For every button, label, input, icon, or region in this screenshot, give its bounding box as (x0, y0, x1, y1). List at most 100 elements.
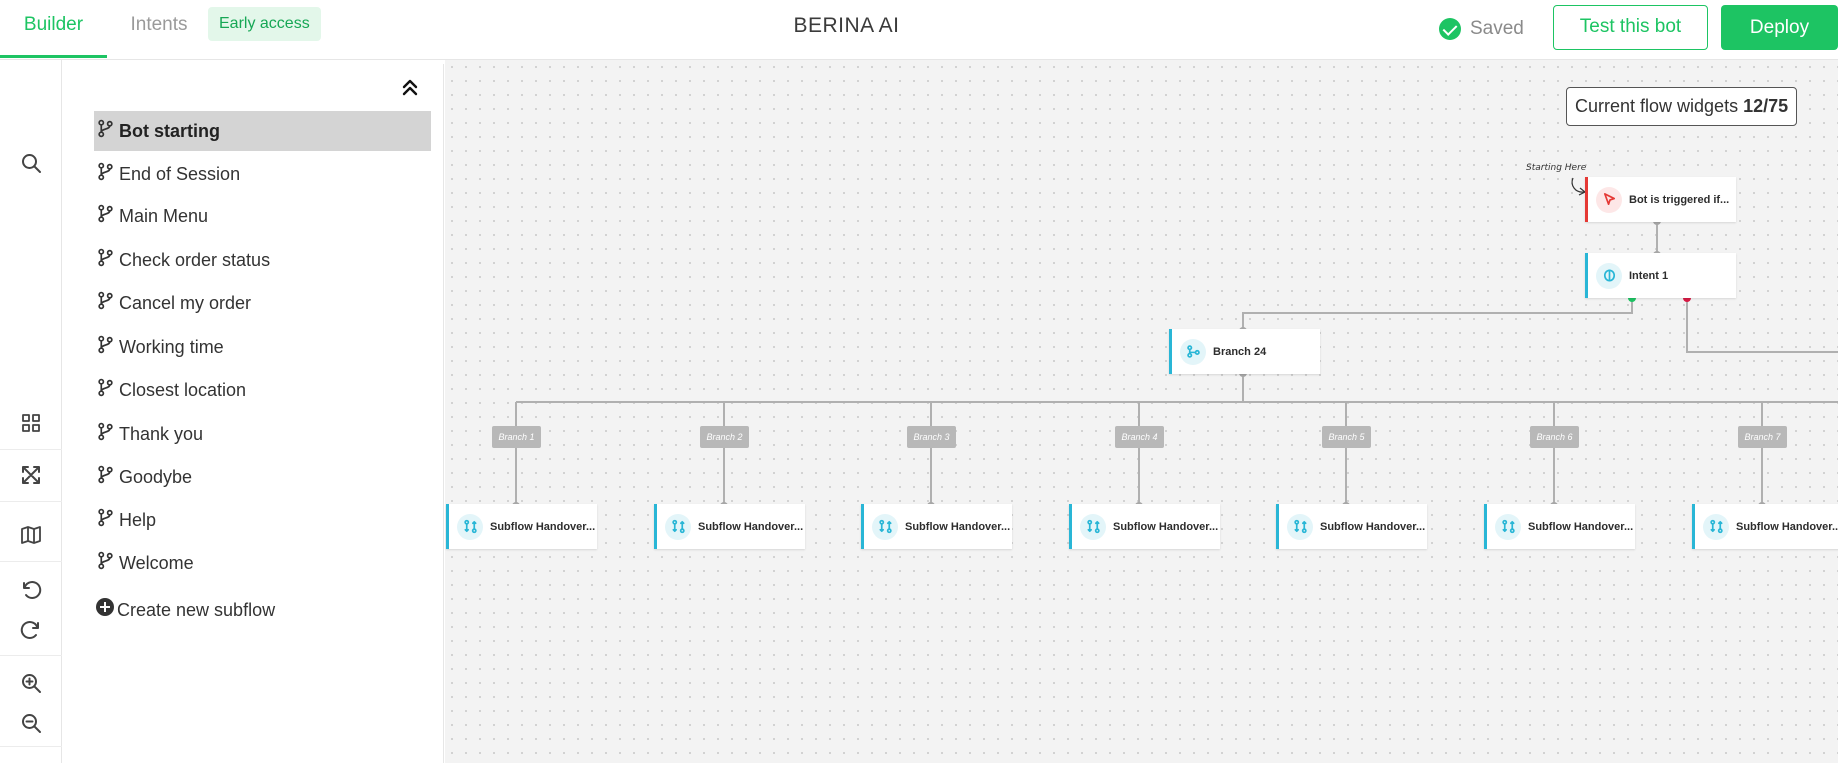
subflow-item[interactable]: Welcome (94, 543, 431, 583)
subflow-item-label: Main Menu (119, 205, 209, 226)
map-icon[interactable] (17, 521, 45, 549)
toolbar-divider (0, 501, 62, 502)
branch-icon (98, 335, 113, 353)
flow-connectors (512, 177, 1838, 510)
search-icon[interactable] (17, 149, 45, 177)
cursor-icon (1596, 186, 1622, 213)
subflow-handover-node[interactable]: Subflow Handover... (1692, 504, 1838, 549)
check-icon (1439, 18, 1461, 40)
subflow-handover-label: Subflow Handover... (1528, 520, 1634, 533)
intent-node[interactable]: Intent 1 (1585, 253, 1736, 298)
subflow-handover-node[interactable]: Subflow Handover... (654, 504, 805, 549)
branch-icon (98, 291, 113, 309)
subflow-icon (1287, 513, 1313, 540)
plus-circle-icon (96, 597, 114, 616)
branch-node-label: Branch 24 (1213, 345, 1267, 358)
deploy-button[interactable]: Deploy (1721, 5, 1838, 50)
subflow-item-label: Help (119, 509, 157, 530)
subflow-handover-node[interactable]: Subflow Handover... (446, 504, 597, 549)
subflow-icon (665, 513, 691, 540)
subflow-item-label: Check order status (119, 249, 271, 270)
subflow-icon (1080, 513, 1106, 540)
branch-node[interactable]: Branch 24 (1169, 329, 1320, 374)
subflow-item[interactable]: Cancel my order (94, 283, 431, 323)
branch-icon (98, 119, 113, 137)
branch-icon (98, 422, 113, 440)
save-status: Saved (1439, 17, 1524, 41)
widget-counter: Current flow widgets 12/75 (1566, 87, 1798, 126)
subflow-item[interactable]: End of Session (94, 154, 431, 194)
trigger-node[interactable]: Bot is triggered if... (1585, 177, 1736, 222)
widget-counter-label: Current flow widgets (1575, 96, 1739, 116)
subflow-icon (1495, 513, 1521, 540)
branch-icon (98, 465, 113, 483)
subflow-handover-label: Subflow Handover... (1113, 520, 1219, 533)
subflow-handover-node[interactable]: Subflow Handover... (861, 504, 1012, 549)
tab-intents[interactable]: Intents (130, 14, 188, 35)
subflow-handover-label: Subflow Handover... (490, 520, 596, 533)
branch-label[interactable]: Branch 4 (1115, 426, 1164, 448)
top-bar: Builder Intents Early access BERINA AI S… (0, 0, 1838, 60)
collapse-panel-icon[interactable] (399, 76, 421, 98)
subflow-item-label: Goodybe (119, 466, 193, 487)
subflow-item[interactable]: Main Menu (94, 196, 431, 236)
create-subflow-button[interactable]: Create new subflow (94, 597, 276, 621)
test-bot-button[interactable]: Test this bot (1553, 5, 1708, 50)
subflow-item[interactable]: Closest location (94, 370, 431, 410)
subflow-item[interactable]: Thank you (94, 414, 431, 454)
fit-screen-icon[interactable] (17, 461, 45, 489)
branch-label[interactable]: Branch 5 (1322, 426, 1371, 448)
subflow-item-label: Working time (119, 336, 224, 357)
subflow-item-label: Thank you (119, 423, 204, 444)
subflow-item-label: Welcome (119, 552, 194, 573)
left-toolbar (0, 60, 62, 763)
zoom-in-icon[interactable] (17, 669, 45, 697)
branch-icon (98, 162, 113, 180)
branch-label[interactable]: Branch 1 (492, 426, 541, 448)
subflow-item[interactable]: Check order status (94, 240, 431, 280)
zoom-out-icon[interactable] (17, 709, 45, 737)
subflow-item-label: Bot starting (119, 120, 220, 141)
early-access-badge: Early access (208, 7, 321, 41)
subflow-handover-label: Subflow Handover... (1320, 520, 1426, 533)
subflow-item-label: End of Session (119, 163, 241, 184)
subflow-handover-label: Subflow Handover... (1736, 520, 1838, 533)
branch-icon (98, 508, 113, 526)
subflow-handover-node[interactable]: Subflow Handover... (1069, 504, 1220, 549)
subflow-icon (457, 513, 483, 540)
undo-icon[interactable] (17, 576, 45, 604)
branch-label[interactable]: Branch 3 (907, 426, 956, 448)
toolbar-divider (0, 449, 62, 450)
brain-icon (1596, 262, 1622, 289)
branch-icon (1180, 338, 1206, 365)
subflow-item[interactable]: Goodybe (94, 457, 431, 497)
branch-icon (98, 378, 113, 396)
subflow-icon (1703, 513, 1729, 540)
toolbar-divider (0, 746, 62, 747)
branch-label[interactable]: Branch 6 (1530, 426, 1579, 448)
subflow-handover-label: Subflow Handover... (905, 520, 1011, 533)
intent-node-label: Intent 1 (1629, 269, 1669, 282)
grid-icon[interactable] (17, 409, 45, 437)
create-subflow-label: Create new subflow (117, 600, 276, 620)
branch-label[interactable]: Branch 2 (700, 426, 749, 448)
branch-icon (98, 551, 113, 569)
toolbar-divider (0, 655, 62, 656)
page-title: BERINA AI (793, 14, 900, 37)
subflow-item[interactable]: Bot starting (94, 111, 431, 151)
tab-builder[interactable]: Builder (0, 0, 107, 58)
subflow-item[interactable]: Help (94, 500, 431, 540)
subflow-item[interactable]: Working time (94, 327, 431, 367)
subflow-item-label: Closest location (119, 379, 247, 400)
trigger-node-label: Bot is triggered if... (1629, 193, 1730, 206)
widget-counter-value: 12/75 (1743, 96, 1789, 116)
branch-icon (98, 204, 113, 222)
flow-canvas[interactable]: Current flow widgets 12/75 Starting Here… (445, 60, 1838, 763)
subflow-handover-node[interactable]: Subflow Handover... (1484, 504, 1635, 549)
branch-label[interactable]: Branch 7 (1738, 426, 1787, 448)
save-status-label: Saved (1470, 18, 1524, 39)
subflow-handover-node[interactable]: Subflow Handover... (1276, 504, 1427, 549)
redo-icon[interactable] (17, 616, 45, 644)
toolbar-divider (0, 561, 62, 562)
